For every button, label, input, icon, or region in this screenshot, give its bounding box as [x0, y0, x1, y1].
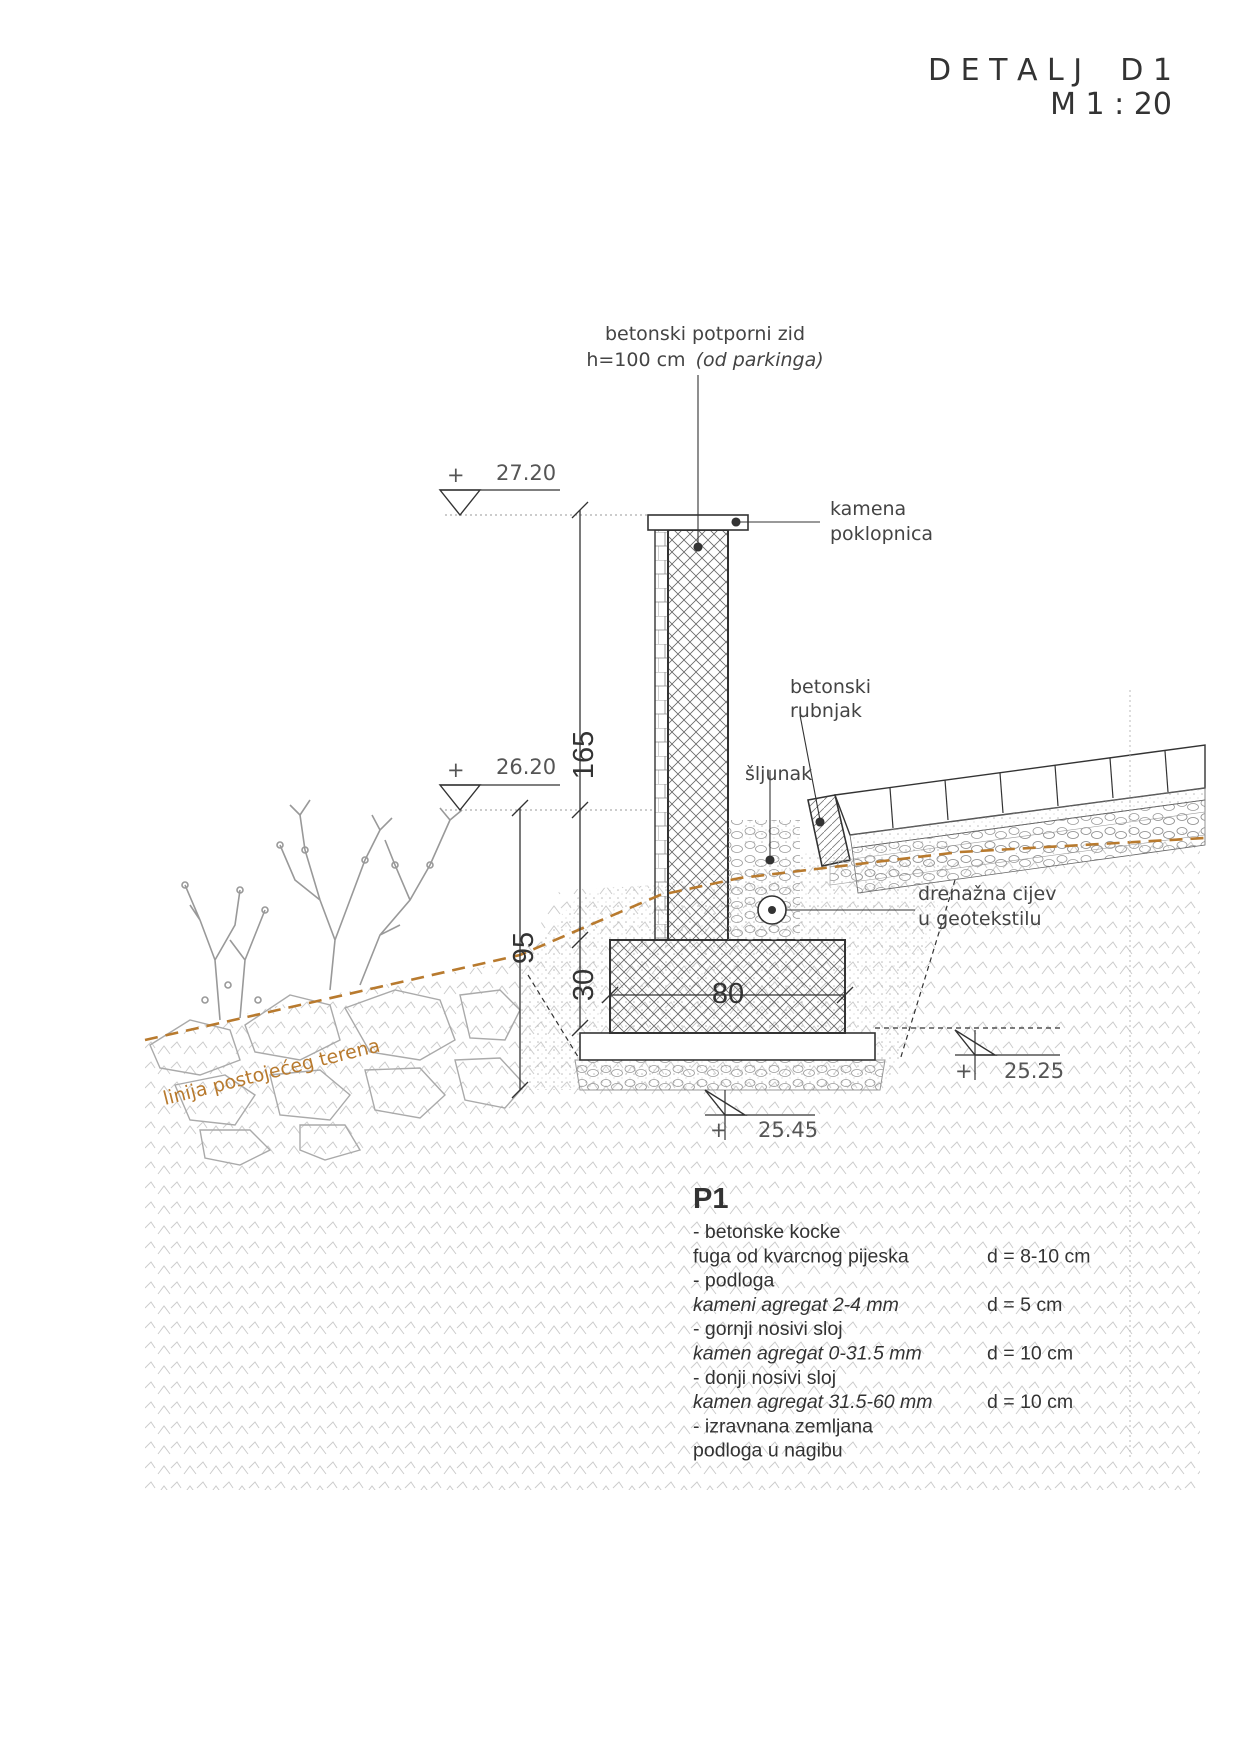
legend-row-text: - izravnana zemljana: [693, 1415, 873, 1437]
legend-title: P1: [693, 1183, 728, 1215]
legend-row-text: - donji nosivi sloj: [693, 1367, 836, 1389]
legend-row-text: - podloga: [693, 1270, 774, 1292]
dimension-footing-height: 30: [568, 969, 600, 1001]
wall-cladding: [654, 529, 669, 941]
gravel-bed: [574, 1059, 886, 1091]
dimension-wall-height: 165: [568, 731, 600, 779]
gravel-top-layer: [742, 820, 800, 845]
elevation-plus-right: +: [955, 1059, 973, 1083]
bush-illustration: [181, 799, 463, 1021]
dimension-terrain-height: 95: [508, 932, 540, 964]
elevation-plus-top: +: [447, 463, 465, 487]
elevation-right-value: 25.25: [1004, 1059, 1064, 1083]
curb-label-line1: betonski: [790, 676, 871, 698]
existing-terrain-line: [144, 836, 1206, 1042]
elevation-plus-bottom: +: [710, 1118, 728, 1142]
legend-row-text: kamen agregat 0-31.5 mm: [693, 1343, 922, 1365]
legend-row-text: kameni agregat 2-4 mm: [693, 1294, 899, 1316]
cap-label-line2: poklopnica: [830, 523, 933, 545]
wall-height-text: h=100 cm: [586, 349, 685, 371]
elevation-marker-mid: + 26.20: [438, 755, 560, 812]
detail-title: D E T A L J D 1: [928, 53, 1172, 88]
elevation-marker-top: + 27.20: [438, 461, 560, 517]
drain-label-line1: drenažna cijev: [918, 883, 1056, 905]
elevation-plus-mid: +: [447, 758, 465, 782]
elevation-marker-bottom: + 25.45: [704, 1089, 818, 1142]
excavation-lines: [527, 879, 1060, 1061]
legend-row-thickness: d = 10 cm: [987, 1391, 1073, 1413]
legend-rows: - betonske kocke fuga od kvarcnog pijesk…: [693, 1221, 1091, 1462]
wall-label-line2: h=100 cm (od parkinga): [586, 349, 823, 371]
dimension-footing-width: 80: [712, 978, 744, 1010]
wall-height-note: (od parkinga): [696, 349, 824, 371]
pavement-layers: [829, 744, 1206, 894]
rubble-stones: [149, 989, 526, 1166]
legend-row-text: fuga od kvarcnog pijeska: [693, 1245, 909, 1267]
elevation-bottom-value: 25.45: [758, 1118, 818, 1142]
elevation-marker-right: + 25.25: [954, 1029, 1064, 1083]
legend-row-text: - gornji nosivi sloj: [693, 1318, 843, 1340]
legend-row-thickness: d = 10 cm: [987, 1343, 1073, 1365]
soil-body: [145, 830, 1200, 1490]
wall-stem: [667, 529, 729, 941]
drain-label-line2: u geotekstilu: [918, 908, 1042, 930]
leader-lines: [693, 375, 915, 911]
legend-row-thickness: d = 8-10 cm: [987, 1245, 1091, 1267]
cap-label-line1: kamena: [830, 498, 906, 520]
legend-row-text: kamen agregat 31.5-60 mm: [693, 1391, 933, 1413]
legend-row-thickness: d = 5 cm: [987, 1294, 1062, 1316]
legend-p1: P1 - betonske kocke fuga od kvarcnog pij…: [693, 1183, 1091, 1462]
scale-label: M 1 : 20: [1050, 87, 1172, 122]
legend-row-text: - betonske kocke: [693, 1221, 840, 1243]
gravel-label: šljunak: [745, 763, 812, 785]
curb-label-line2: rubnjak: [790, 700, 862, 722]
dimension-lines: [511, 501, 854, 1099]
elevation-top-value: 27.20: [496, 461, 556, 485]
lean-concrete-layer: [579, 1032, 876, 1061]
wall-label-line1: betonski potporni zid: [605, 323, 805, 345]
elevation-mid-value: 26.20: [496, 755, 556, 779]
legend-row-text: podloga u nagibu: [693, 1440, 843, 1462]
